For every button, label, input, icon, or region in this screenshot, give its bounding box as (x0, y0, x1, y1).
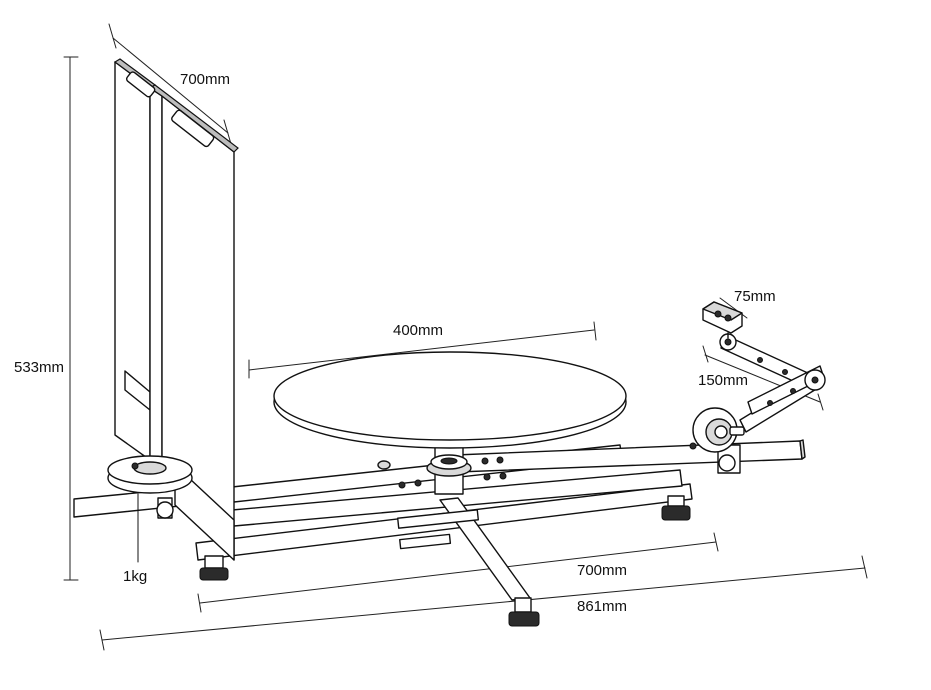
panel-width-dimension-line (112, 37, 229, 134)
total-length-label: 861mm (577, 598, 627, 615)
panel-edge (149, 87, 163, 471)
base-frame (73, 439, 806, 601)
dimension-lines (63, 23, 868, 651)
base-rail-label: 700mm (577, 562, 627, 579)
camera-arm (692, 301, 826, 474)
counterweight-label: 1kg (123, 568, 147, 585)
panel-width-label: 700mm (180, 71, 230, 88)
turntable-diameter-label: 400mm (393, 322, 443, 339)
panel-handle-rear (125, 71, 156, 98)
center-bracket (396, 509, 480, 529)
total-length-dimension-line (101, 567, 866, 641)
counterweight (107, 455, 193, 519)
backdrop-panels (113, 58, 239, 561)
turntable-plate (273, 351, 627, 441)
foot-left (199, 555, 229, 581)
rail-holes (398, 441, 712, 489)
turntable-dimension-line (248, 329, 595, 371)
leveling-feet (199, 495, 691, 627)
turntable (273, 351, 627, 495)
dimension-labels: 700mm 400mm 75mm 150mm 533mm 1kg 700mm 8… (14, 71, 776, 615)
foot-right (661, 495, 691, 521)
front-bracket (399, 533, 452, 550)
height-label: 533mm (14, 359, 64, 376)
arm-rail-end (799, 439, 806, 460)
base-rail-dimension-line (199, 541, 717, 604)
panel-handle-front (171, 109, 215, 148)
arm-length-label: 150mm (698, 372, 748, 389)
arm-head-label: 75mm (734, 288, 776, 305)
foot-front (508, 597, 540, 627)
